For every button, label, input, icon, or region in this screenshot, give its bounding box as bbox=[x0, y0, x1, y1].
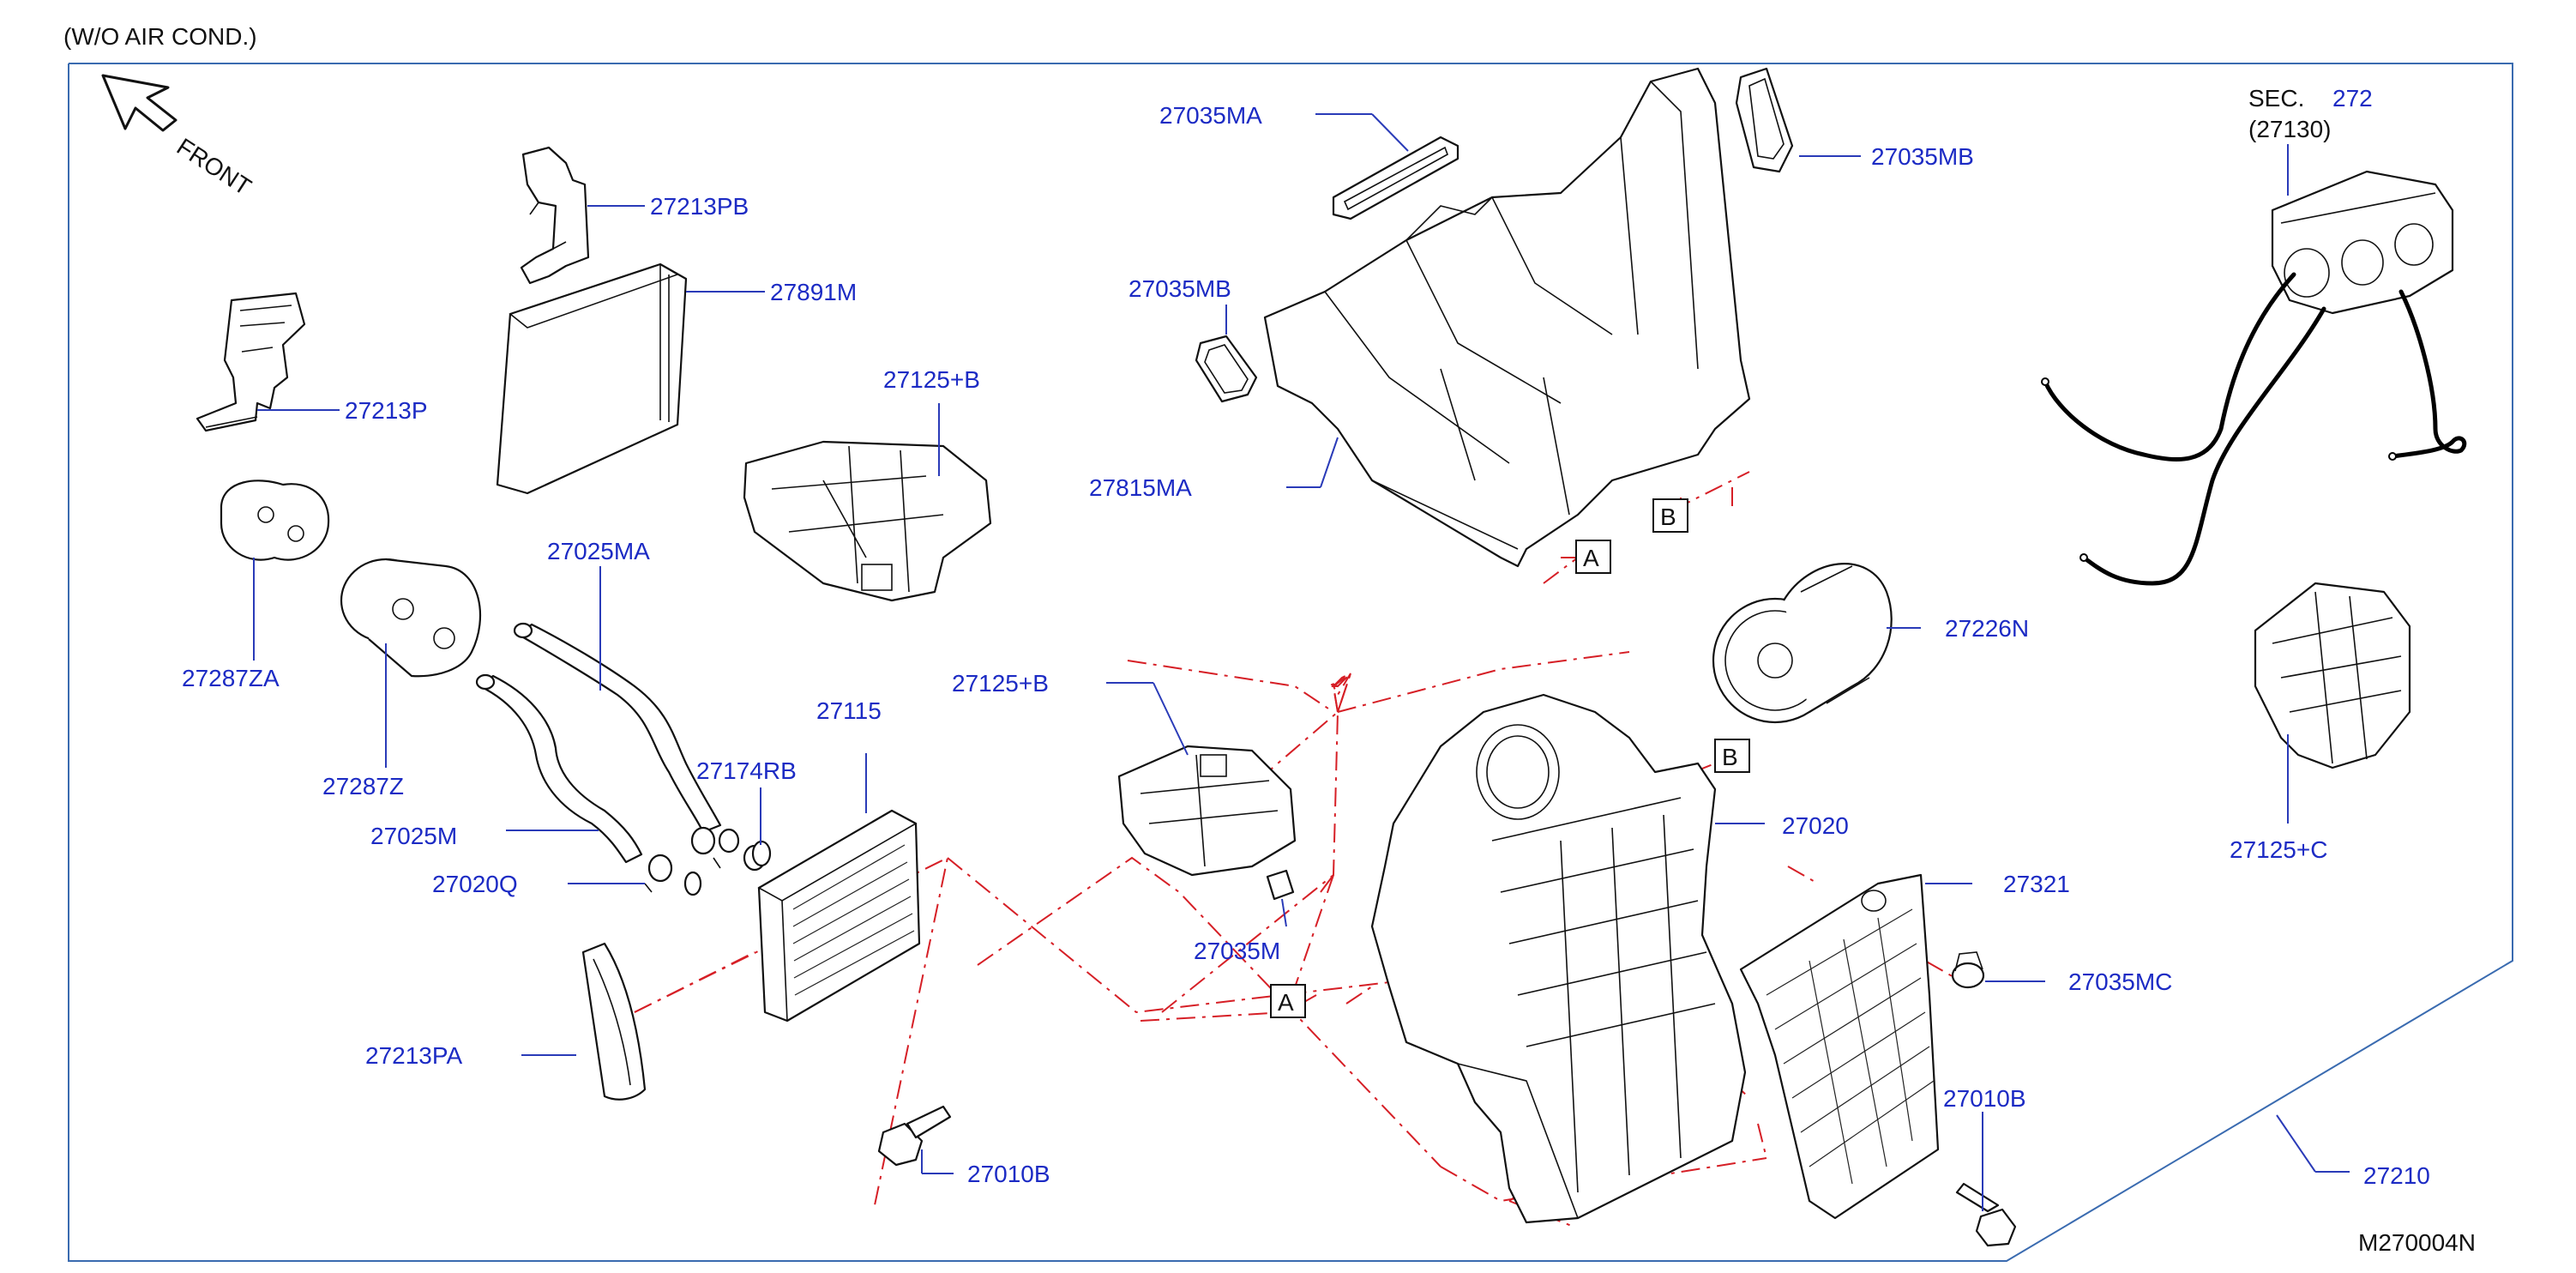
control-assembly-27130 bbox=[2271, 170, 2454, 315]
grommet-27287ZA bbox=[220, 480, 330, 561]
oring-27174RB bbox=[683, 840, 772, 896]
svg-text:B: B bbox=[1722, 744, 1738, 770]
front-label: FRONT bbox=[172, 133, 256, 201]
clips-27020Q bbox=[644, 826, 767, 893]
ref-marker-a-2: A bbox=[1270, 984, 1306, 1018]
blower-motor-27226N bbox=[1712, 563, 1893, 724]
callout-27815MA: 27815MA bbox=[1089, 474, 1192, 501]
callout-27035MA: 27035MA bbox=[1159, 102, 1262, 129]
section-ref-sub: (27130) bbox=[2248, 116, 2332, 142]
callout-27210: 27210 bbox=[2363, 1162, 2430, 1189]
actuator-27125B-mid bbox=[1117, 745, 1297, 877]
front-arrow-icon bbox=[101, 74, 178, 132]
cap-27035MC bbox=[1951, 951, 1985, 989]
control-cables bbox=[2041, 272, 2467, 586]
callout-27213PA: 27213PA bbox=[365, 1042, 462, 1069]
bracket-27213P bbox=[196, 292, 306, 432]
callout-27213P: 27213P bbox=[345, 397, 428, 424]
assembly-frame bbox=[68, 63, 2513, 1262]
section-ref-number: 272 bbox=[2332, 85, 2373, 112]
callout-27020Q: 27020Q bbox=[432, 871, 518, 897]
callout-27891M: 27891M bbox=[770, 279, 857, 305]
ref-marker-a-1: A bbox=[1575, 540, 1611, 574]
ref-marker-b-2: B bbox=[1714, 739, 1750, 773]
callout-27115: 27115 bbox=[816, 697, 882, 724]
callout-27025M: 27025M bbox=[370, 823, 457, 849]
callout-27010B-left: 27010B bbox=[967, 1161, 1050, 1187]
callout-27125B-mid: 27125+B bbox=[952, 670, 1049, 697]
svg-text:A: A bbox=[1583, 545, 1599, 571]
callout-27321: 27321 bbox=[2003, 871, 2070, 897]
heater-core-27115 bbox=[757, 809, 921, 1023]
cover-27321 bbox=[1739, 873, 1940, 1220]
clip-27035M bbox=[1266, 869, 1295, 901]
svg-text:A: A bbox=[1278, 989, 1294, 1016]
leader-lines bbox=[253, 113, 2350, 1211]
callout-27025MA: 27025MA bbox=[547, 538, 650, 564]
bolt-27010B-right bbox=[1955, 1182, 2017, 1247]
callout-27287ZA: 27287ZA bbox=[182, 665, 280, 691]
callout-27010B-right: 27010B bbox=[1943, 1085, 2026, 1112]
seal-27213PA bbox=[581, 942, 647, 1101]
bracket-27213PB bbox=[520, 146, 590, 285]
bolt-27010B-left bbox=[877, 1105, 952, 1167]
grommet-27287Z bbox=[340, 558, 482, 678]
callout-27035MC: 27035MC bbox=[2068, 968, 2172, 995]
callout-27035MB-top: 27035MB bbox=[1871, 143, 1974, 170]
seal-27035MA bbox=[1332, 136, 1460, 220]
assembly-chain-lines bbox=[634, 471, 1956, 1228]
callout-27125B-top: 27125+B bbox=[883, 366, 980, 393]
ref-marker-b-1: B bbox=[1652, 498, 1688, 533]
duct-27815MA bbox=[1263, 67, 1751, 568]
callout-27226N: 27226N bbox=[1945, 615, 2029, 642]
callout-27174RB: 27174RB bbox=[696, 757, 797, 784]
drawing-id: M270004N bbox=[2358, 1229, 2476, 1256]
callout-27213PB: 27213PB bbox=[650, 193, 749, 220]
hose-27025M bbox=[475, 673, 643, 864]
section-ref-prefix: SEC. bbox=[2248, 85, 2304, 112]
hose-27025MA bbox=[513, 622, 722, 834]
callout-27035M: 27035M bbox=[1194, 938, 1280, 964]
svg-text:B: B bbox=[1660, 504, 1676, 530]
filter-27891M bbox=[496, 262, 688, 495]
callout-27020: 27020 bbox=[1782, 812, 1849, 839]
actuator-27125C bbox=[2254, 582, 2411, 769]
actuator-27125B-top bbox=[743, 440, 992, 602]
header-note: (W/O AIR COND.) bbox=[63, 23, 257, 50]
seal-27035MB-top bbox=[1735, 67, 1794, 173]
callout-27125C: 27125+C bbox=[2230, 836, 2327, 863]
callout-27287Z: 27287Z bbox=[322, 773, 404, 799]
callout-27035MB-left: 27035MB bbox=[1129, 275, 1231, 302]
seal-27035MB-left bbox=[1195, 335, 1258, 403]
heater-unit-27020 bbox=[1370, 693, 1747, 1224]
